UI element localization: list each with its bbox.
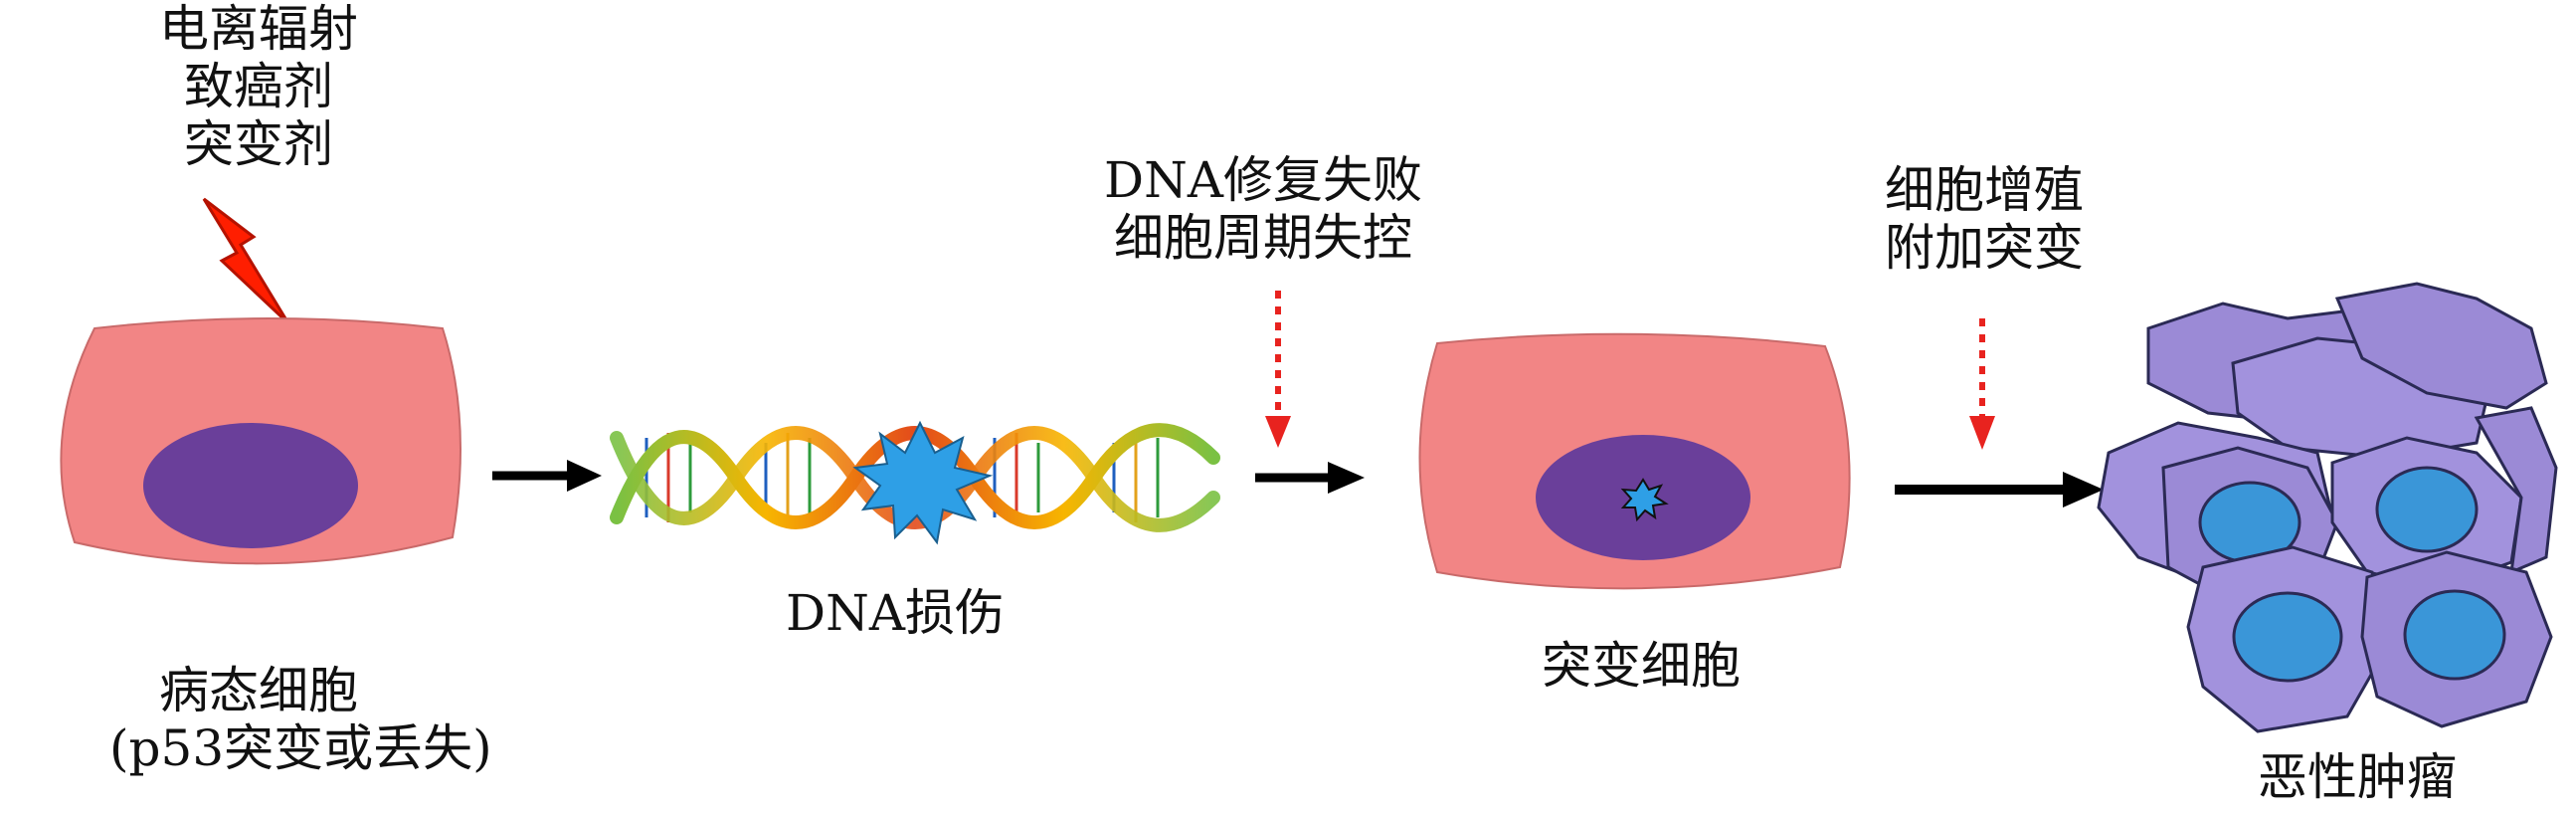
flow-arrow-2 <box>1255 462 1365 494</box>
dna-damage-label: DNA损伤 <box>786 584 1005 642</box>
diseased-cell-label: 病态细胞 (p53突变或丢失) <box>109 662 492 777</box>
dashed-arrow-proliferation <box>1969 318 1995 450</box>
diseased-cell <box>60 317 461 565</box>
flow-arrow-3 <box>1895 472 2104 508</box>
flow-arrow-1 <box>492 460 602 492</box>
malignant-tumor-label: 恶性肿瘤 <box>2258 748 2457 806</box>
trigger-repair-failure-label: DNA修复失败 细胞周期失控 <box>1104 151 1422 267</box>
trigger-carcinogens-label: 电离辐射 致癌剂 突变剂 <box>159 0 358 173</box>
cell-nucleus <box>143 423 358 548</box>
lightning-bolt-icon <box>202 197 290 325</box>
small-starburst-icon <box>1620 478 1669 522</box>
dashed-arrow-repair <box>1265 291 1291 448</box>
trigger-proliferation-label: 细胞增殖 附加突变 <box>1885 161 2084 277</box>
starburst-icon <box>852 420 994 545</box>
malignant-tumor <box>2097 282 2558 733</box>
mutant-cell <box>1418 332 1851 590</box>
mutant-cell-label: 突变细胞 <box>1542 637 1741 695</box>
